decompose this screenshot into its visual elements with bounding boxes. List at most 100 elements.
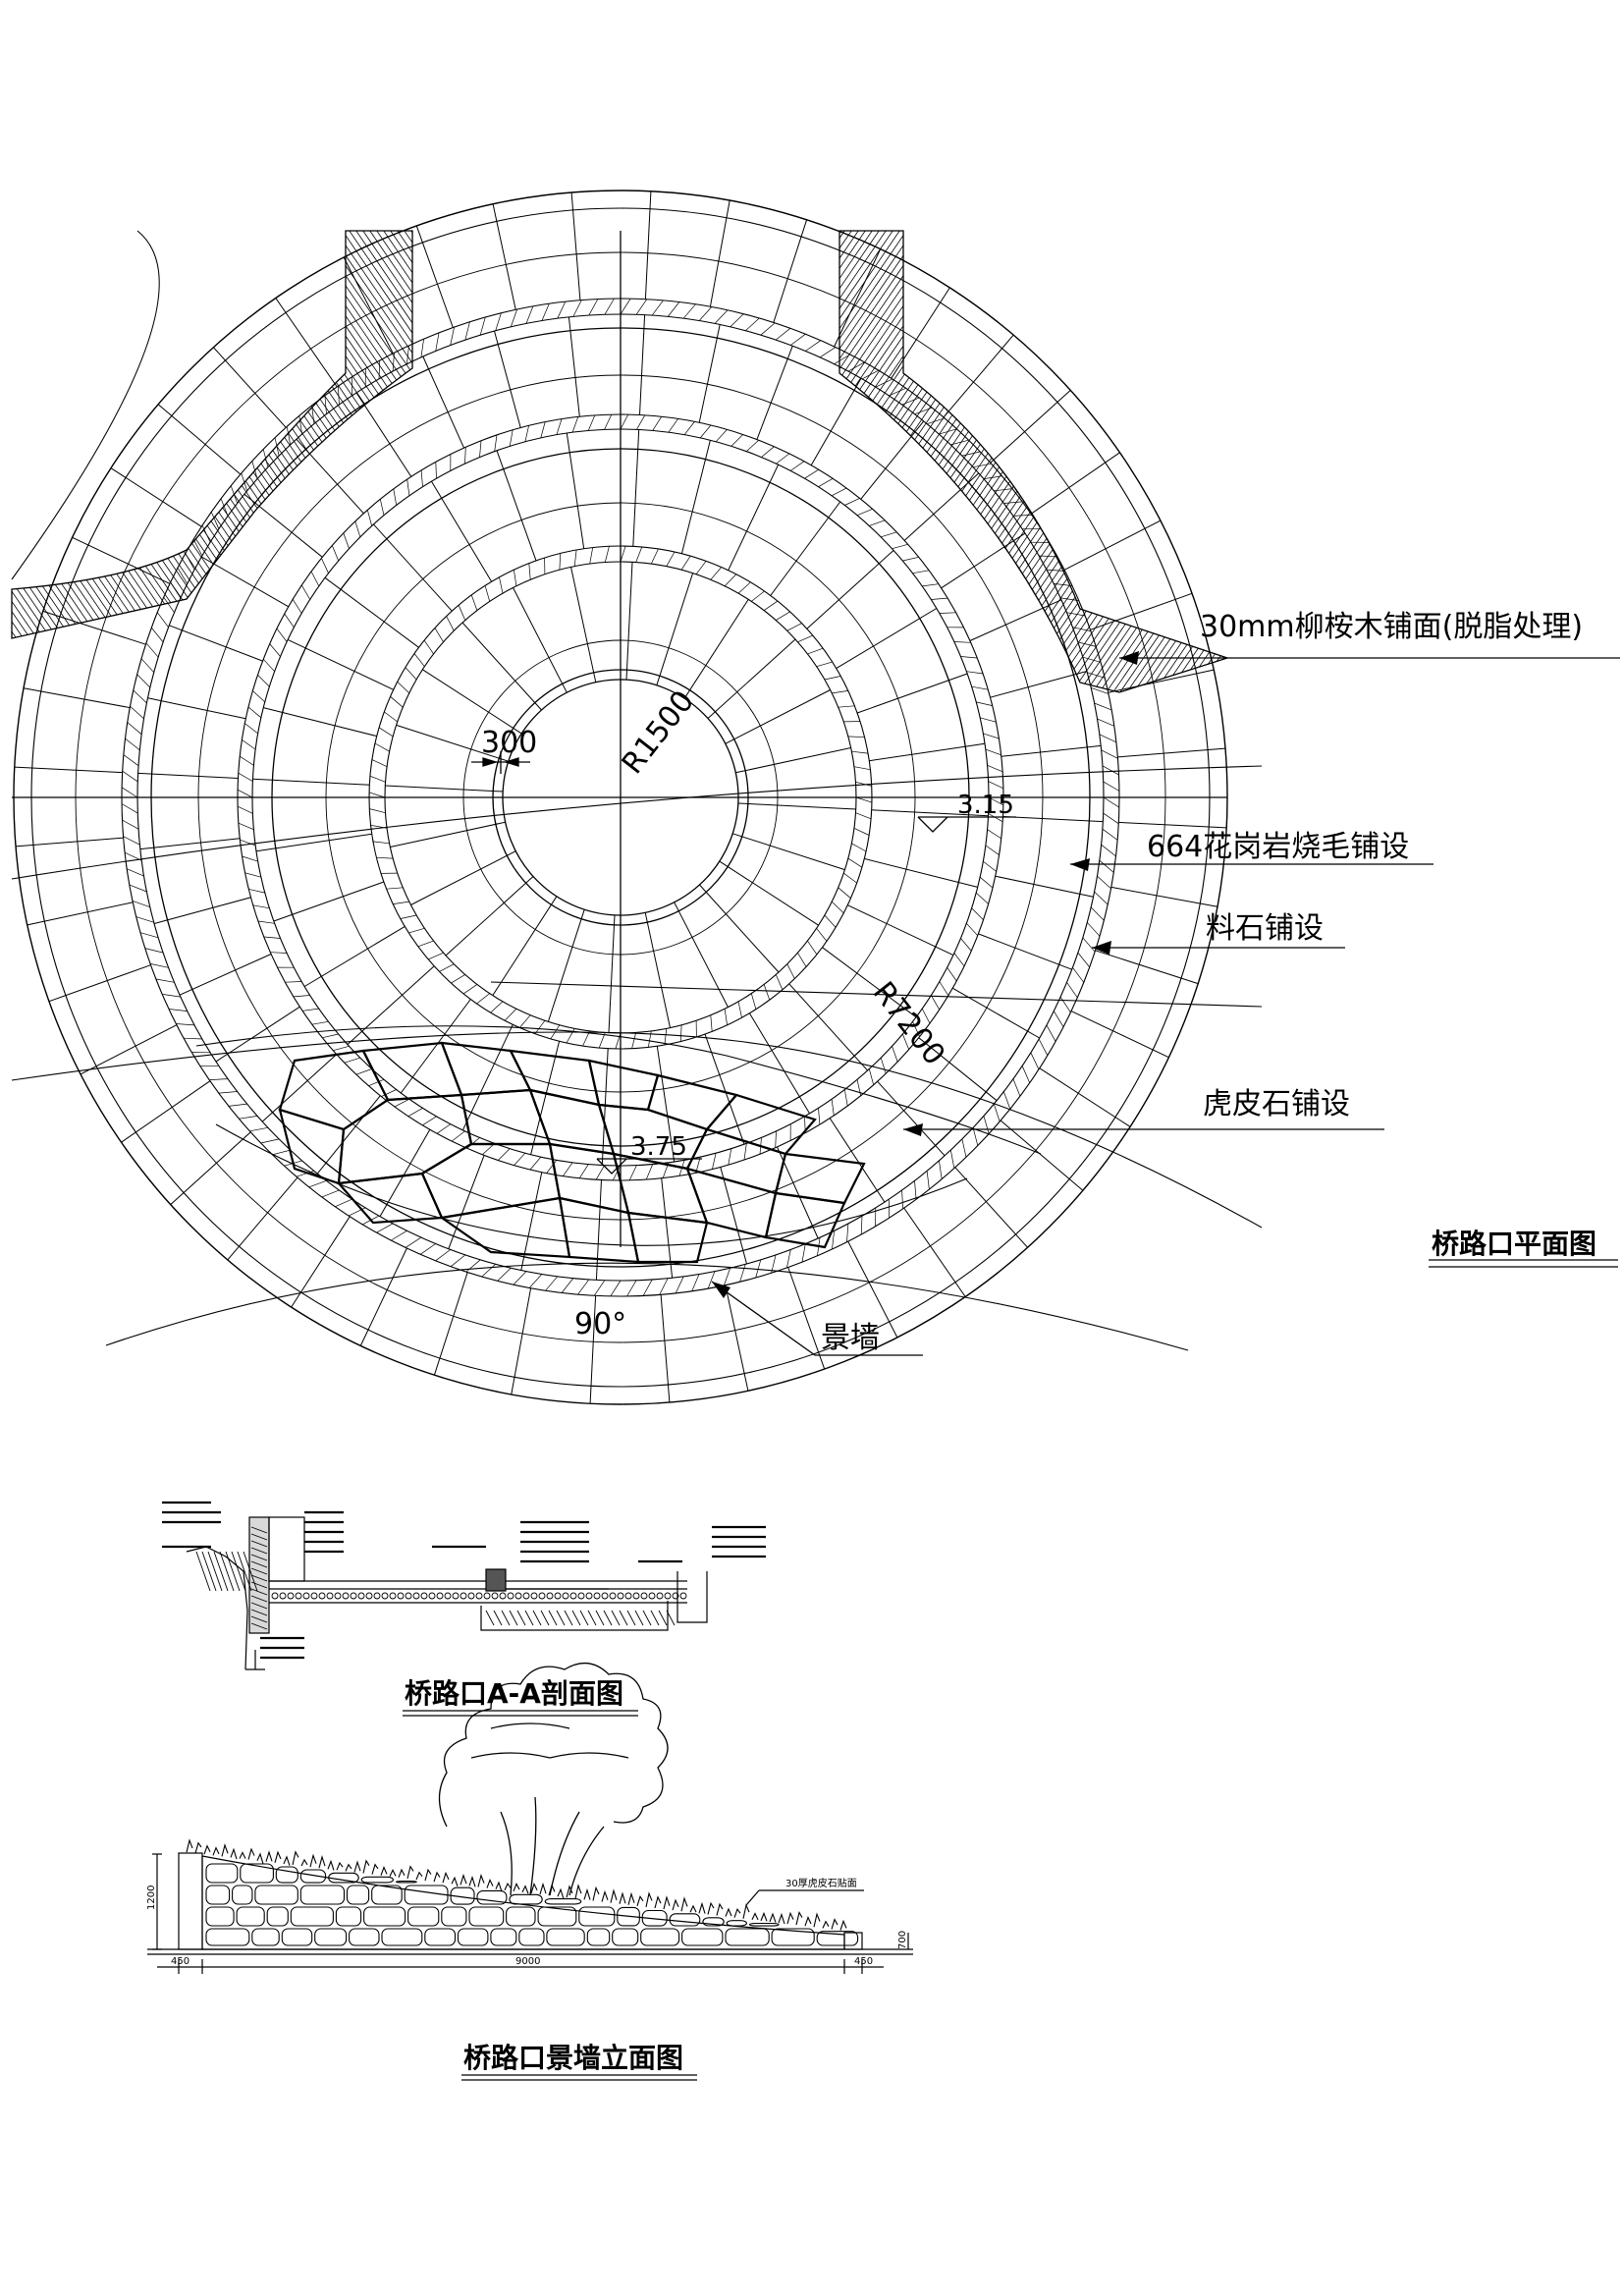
- wood-line: [376, 231, 412, 638]
- paver-joint: [720, 1167, 747, 1265]
- dim-span-label: 9000: [515, 1956, 540, 1967]
- band-tick: [435, 462, 437, 479]
- grass-tuft: [751, 1912, 759, 1921]
- wood-line: [12, 231, 412, 638]
- wood-line: [12, 231, 412, 638]
- wood-line: [604, 0, 1623, 1571]
- base-hatch: [587, 1610, 597, 1626]
- band-tick: [390, 696, 404, 708]
- wood-line: [783, 0, 1623, 1571]
- grass-tuft: [203, 1844, 211, 1855]
- wood-line: [0, 0, 109, 1571]
- gravel: [287, 1592, 295, 1600]
- wood-line: [839, 231, 859, 692]
- gravel: [326, 1592, 334, 1600]
- band-tick: [816, 661, 833, 668]
- wood-line: [508, 0, 1583, 1571]
- band-tick: [499, 576, 504, 594]
- gravel: [640, 1592, 648, 1600]
- band-tick: [184, 1037, 202, 1040]
- stone-block: [702, 1917, 725, 1927]
- wood-line: [0, 0, 377, 1571]
- wall-hatch: [250, 1588, 268, 1596]
- wood-line: [410, 231, 412, 638]
- wood-line: [142, 231, 412, 638]
- wood-line: [12, 231, 304, 638]
- callout-stone-label: 料石铺设: [1206, 911, 1324, 946]
- grass-tuft: [672, 1898, 679, 1911]
- grass-tuft: [592, 1886, 600, 1901]
- stone-block: [407, 1906, 440, 1927]
- paver-joint: [806, 550, 894, 629]
- grass-tuft: [742, 1903, 750, 1919]
- wood-line: [839, 231, 1227, 692]
- band-tick: [786, 623, 802, 631]
- wood-line: [501, 0, 1576, 1571]
- arc-path-4: [105, 1262, 1189, 1351]
- wood-line: [12, 231, 412, 638]
- band-tick: [123, 836, 140, 846]
- band-tick: [1072, 627, 1091, 631]
- wood-line: [12, 231, 412, 638]
- band-tick: [973, 463, 992, 468]
- wood-line: [1057, 0, 1623, 1571]
- band-tick: [843, 872, 857, 884]
- wood-line: [569, 0, 1623, 1571]
- base-hatch: [603, 1610, 613, 1626]
- band-tick: [136, 674, 151, 688]
- stone-block: [476, 1889, 508, 1905]
- tree-trunks: [500, 1796, 605, 1896]
- band-tick: [417, 940, 434, 948]
- stone-block: [205, 1928, 250, 1946]
- wood-line: [954, 0, 1623, 1571]
- grass-tuft: [318, 1854, 326, 1869]
- paver-joint: [725, 689, 831, 744]
- wood-line: [1401, 0, 1623, 1571]
- wood-line: [101, 231, 412, 638]
- paver-joint: [243, 493, 323, 558]
- band-tick: [1077, 641, 1097, 647]
- wood-line: [1312, 0, 1623, 1571]
- wood-line: [865, 0, 1623, 1571]
- arc-line-1: [490, 981, 1263, 1008]
- band-tick: [482, 1143, 495, 1155]
- paver-joint: [595, 1179, 602, 1281]
- band-tick: [628, 1165, 637, 1181]
- wood-line: [1002, 0, 1623, 1571]
- wood-line: [1594, 0, 1623, 1571]
- band-tick: [875, 378, 893, 388]
- stone-block: [404, 1885, 449, 1905]
- band-tick: [420, 469, 423, 487]
- band-tick: [343, 532, 350, 549]
- band-tick: [947, 966, 957, 982]
- band-tick: [257, 920, 275, 924]
- wood-line: [927, 0, 1623, 1571]
- paver-joint: [48, 964, 151, 1003]
- wood-line: [12, 231, 71, 638]
- band-tick: [728, 1148, 732, 1166]
- band-tick: [479, 316, 486, 336]
- band-tick: [374, 742, 390, 752]
- level-375-label: 3.75: [630, 1132, 687, 1162]
- band-tick: [263, 659, 275, 672]
- wood-line: [0, 0, 191, 1571]
- paver-joint: [547, 909, 585, 1022]
- paver-joint: [422, 669, 522, 735]
- wood-line: [12, 231, 394, 638]
- paver-joint: [461, 1024, 514, 1131]
- band-tick: [525, 305, 534, 324]
- stone-block: [441, 1906, 467, 1927]
- band-tick: [495, 312, 502, 331]
- wood-line: [1161, 0, 1623, 1571]
- gravel: [601, 1592, 609, 1600]
- stone-block: [299, 1869, 327, 1884]
- wood-line: [769, 0, 1623, 1571]
- paver-joint: [639, 314, 646, 415]
- wood-line: [590, 0, 1623, 1571]
- gravel: [569, 1592, 577, 1600]
- band-tick: [563, 1162, 573, 1176]
- grass-tuft: [468, 1875, 476, 1887]
- wood-line: [0, 0, 363, 1571]
- band-tick: [790, 333, 806, 346]
